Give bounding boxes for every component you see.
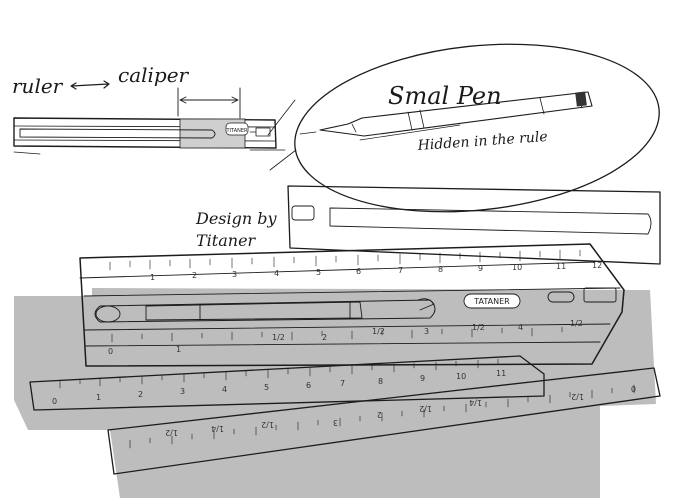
bottom-scale-8: 1/2 (570, 319, 583, 328)
bottom-scale-2: 1/2 (272, 333, 285, 342)
main-ruler-top-ticks (109, 249, 581, 271)
loose1-scale-3: 3 (180, 387, 185, 396)
loose1-scale-11: 11 (496, 369, 506, 378)
small-pen-drawing (319, 91, 593, 137)
loose-ruler-1: 0 1 2 3 4 5 6 7 8 9 10 11 (29, 355, 545, 411)
loose1-scale-4: 4 (222, 385, 227, 394)
bottom-scale-5: 3 (424, 327, 429, 336)
caliper-badge-text: TITANER (226, 128, 249, 134)
loose2-scale-0: 1/2 (165, 428, 178, 437)
loose1-scale-9: 9 (420, 374, 425, 383)
top-scale-8: 8 (438, 265, 443, 274)
back-ruler (287, 185, 661, 265)
loose2-scale-1: 1/4 (211, 424, 224, 433)
loose1-scale-7: 7 (340, 379, 345, 388)
caliper-sketch: TITANER (13, 87, 286, 155)
top-scale-11: 11 (556, 262, 566, 271)
bottom-scale-3: 2 (322, 333, 327, 342)
loose1-scale-5: 5 (264, 383, 269, 392)
loose1-scale-6: 6 (306, 381, 311, 390)
loose1-scale-1: 1 (96, 393, 101, 402)
hidden-pen (145, 301, 363, 321)
main-ruler-bottom-ticks (111, 326, 563, 343)
loose2-scale-7: 1/2 (571, 392, 584, 401)
annotation-hidden-in-rule: Hidden in the rule (416, 129, 548, 154)
pen-callout (267, 43, 660, 213)
annotation-design-by: Design by (195, 209, 278, 228)
loose2-scale-2: 1/2 (261, 420, 274, 429)
top-scale-10: 10 (512, 263, 522, 272)
loose1-scale-10: 10 (456, 372, 466, 381)
annotation-ruler: ruler (12, 74, 64, 98)
top-scale-12: 12 (592, 261, 602, 270)
engraved-brand: TATANER (473, 297, 510, 306)
loose2-scale-3: 3 (333, 418, 338, 427)
top-scale-4: 4 (274, 269, 279, 278)
background-shadow (14, 288, 656, 498)
top-scale-2: 2 (192, 271, 197, 280)
loose-ruler-2: 1/2 1/4 1/2 3 2 1/2 1/4 1/2 0 (107, 367, 661, 475)
pen-slot (94, 299, 436, 323)
loose1-scale-8: 8 (378, 377, 383, 386)
top-scale-6: 6 (356, 267, 361, 276)
top-scale-5: 5 (316, 268, 321, 277)
bottom-scale-4: 1/2 (372, 327, 385, 336)
loose2-scale-5: 1/2 (419, 404, 432, 413)
bottom-scale-1: 1 (176, 345, 181, 354)
annotation-small-pen: Smal Pen (388, 82, 502, 110)
top-scale-1: 1 (150, 273, 155, 282)
top-scale-9: 9 (478, 264, 483, 273)
loose2-scale-6: 1/4 (469, 398, 482, 407)
annotation-caliper: caliper (118, 63, 190, 87)
top-scale-7: 7 (398, 266, 403, 275)
loose2-scale-8: 0 (631, 384, 636, 393)
top-scale-3: 3 (232, 270, 237, 279)
main-ruler: 1 2 3 4 5 6 7 8 9 10 11 12 TATANER 0 1 1… (79, 243, 625, 367)
bottom-scale-6: 1/2 (472, 323, 485, 332)
loose1-scale-0: 0 (52, 397, 57, 406)
double-arrow (70, 80, 110, 90)
bottom-scale-0: 0 (108, 347, 113, 356)
bottom-scale-7: 4 (518, 323, 523, 332)
annotation-designer: Titaner (196, 231, 257, 250)
loose1-scale-2: 2 (138, 390, 143, 399)
loose2-scale-4: 2 (377, 410, 382, 419)
